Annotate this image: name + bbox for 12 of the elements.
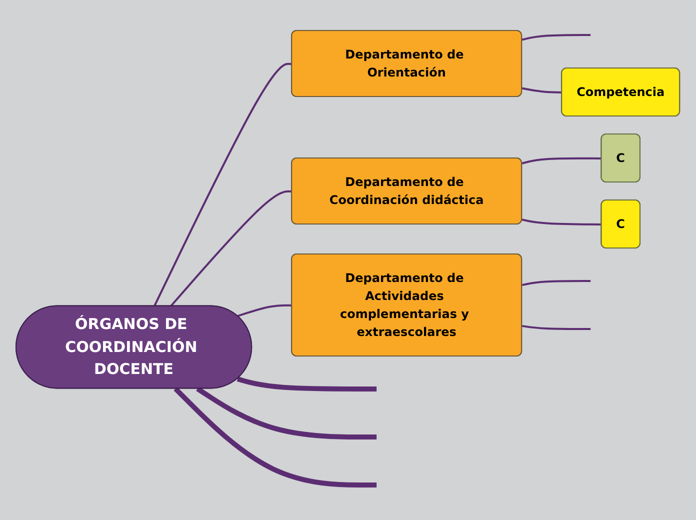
- connector: [522, 280, 591, 286]
- connector: [154, 62, 292, 307]
- connector: [522, 157, 602, 164]
- connector: [522, 324, 591, 330]
- connector: [174, 386, 377, 488]
- connector: [196, 386, 377, 440]
- connector: [170, 190, 292, 307]
- connector: [237, 304, 292, 317]
- connector: [522, 34, 591, 41]
- connector: [522, 218, 602, 226]
- connector: [522, 87, 562, 94]
- connector: [237, 376, 377, 392]
